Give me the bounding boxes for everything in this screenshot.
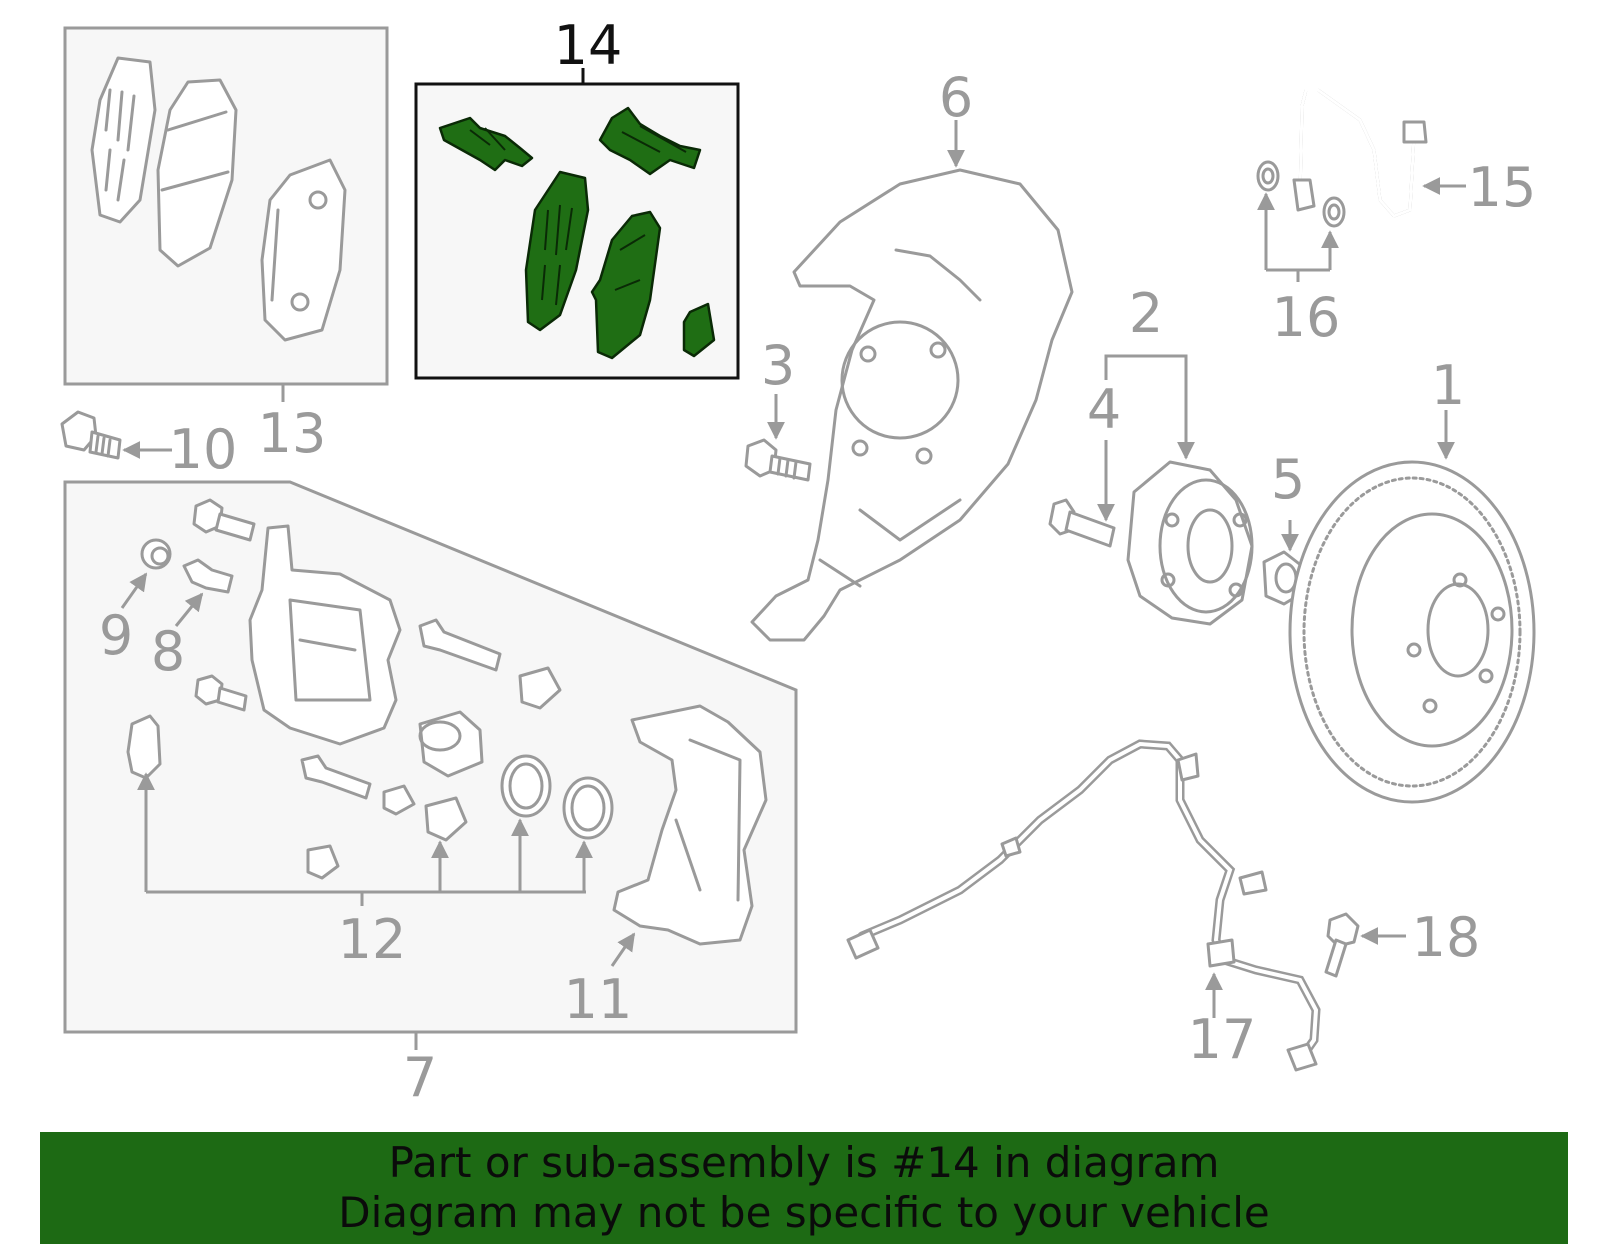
callout-3: 3 — [761, 334, 795, 397]
abs-sensor-part-17 — [846, 739, 1321, 1072]
leader-8 — [174, 592, 204, 627]
banner-line-2: Diagram may not be specific to your vehi… — [338, 1188, 1270, 1237]
hub-bearing-part-2 — [1126, 460, 1254, 626]
callout-15: 15 — [1468, 156, 1537, 219]
hardware-kit-box-14 — [414, 68, 740, 380]
bolt-part-10 — [60, 410, 122, 460]
callout-12: 12 — [338, 908, 407, 971]
callout-13: 13 — [258, 402, 327, 465]
leader-11 — [610, 932, 636, 967]
wear-indicator-clip — [682, 302, 716, 358]
anti-rattle-clip-left — [438, 116, 534, 172]
callout-1: 1 — [1431, 354, 1465, 417]
leader-9 — [120, 572, 148, 609]
callout-9: 9 — [99, 604, 133, 667]
brake-hose-part-15 — [1292, 88, 1428, 218]
callout-16: 16 — [1272, 286, 1341, 349]
dust-shield-part-6 — [750, 168, 1074, 642]
info-banner: Part or sub-assembly is #14 in diagram D… — [40, 1132, 1568, 1244]
washers-part-16 — [1256, 160, 1346, 228]
callout-14: 14 — [554, 14, 623, 77]
hub-bolt-part-4 — [1048, 498, 1116, 548]
anti-rattle-clip-right — [598, 106, 702, 176]
bolt-part-18 — [1324, 912, 1360, 978]
caliper-assembly-box-7 — [63, 480, 798, 1034]
callout-4: 4 — [1087, 378, 1121, 441]
brake-rotor-part-1 — [1288, 460, 1536, 804]
callout-8: 8 — [151, 620, 185, 683]
pad-shim-right — [590, 210, 662, 360]
callout-7: 7 — [403, 1046, 437, 1109]
callout-17: 17 — [1188, 1008, 1257, 1071]
callout-10: 10 — [169, 418, 238, 481]
banner-line-1: Part or sub-assembly is #14 in diagram — [388, 1138, 1220, 1187]
callout-18: 18 — [1412, 906, 1481, 969]
pad-set-box-13 — [63, 26, 389, 386]
bolt-part-3 — [744, 438, 812, 482]
callout-2: 2 — [1129, 282, 1163, 345]
callout-6: 6 — [939, 66, 973, 129]
callout-5: 5 — [1271, 448, 1305, 511]
callout-11: 11 — [564, 968, 633, 1031]
leader-2 — [1104, 354, 1195, 460]
pad-shim-left — [524, 170, 590, 332]
